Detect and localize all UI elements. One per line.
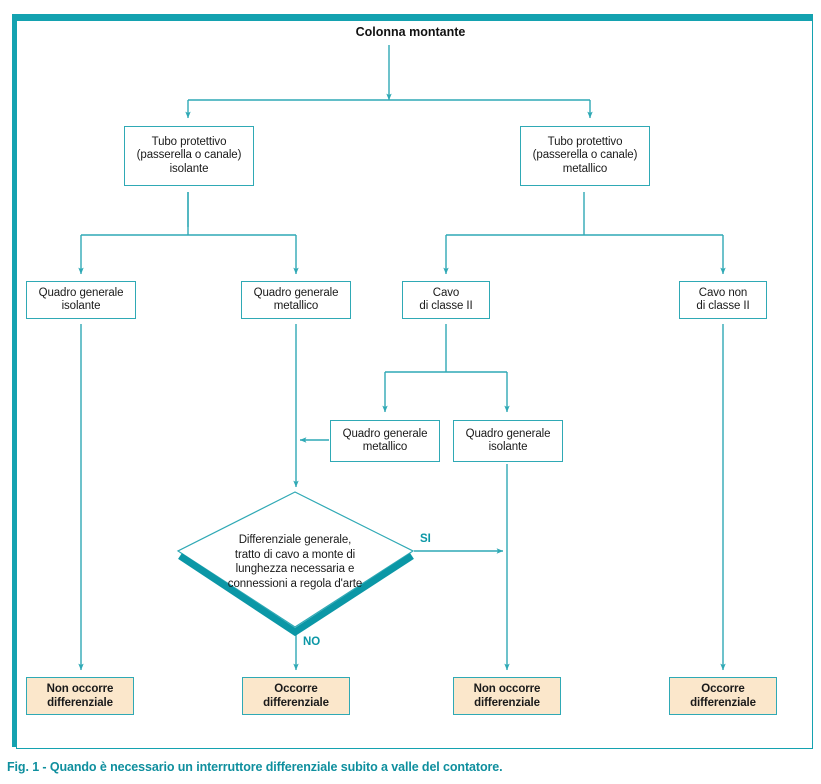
terminal-line-1: Occorre (274, 683, 318, 695)
node-tubo-protettivo-metallico[interactable]: Tubo protettivo (passerella o canale) me… (520, 126, 656, 192)
node-line-2: isolante (61, 300, 101, 312)
node-line-2: (passerella o canale) (136, 149, 242, 162)
figure-caption: Fig. 1 - Quando è necessario un interrut… (7, 760, 503, 774)
node-line-3: isolante (169, 162, 209, 175)
page-title: Colonna montante (355, 25, 466, 39)
branch-label-si: SI (420, 533, 431, 545)
node-line-2: di classe II (696, 300, 750, 312)
node-line-1: Cavo (432, 286, 460, 299)
terminal-line-2: differenziale (474, 697, 540, 709)
node-line-1: Tubo protettivo (151, 135, 227, 148)
terminal-occorre-differenziale-1[interactable]: Occorre differenziale (242, 677, 356, 721)
node-tubo-protettivo-isolante[interactable]: Tubo protettivo (passerella o canale) is… (124, 126, 260, 192)
decision-line-1: Differenziale generale, (238, 534, 352, 546)
decision-line-4: connessioni a regola d'arte (227, 577, 363, 590)
terminal-line-1: Non occorre (46, 683, 114, 695)
node-line-1: Quadro generale (253, 286, 339, 299)
node-line-1: Quadro generale (465, 427, 551, 440)
node-line-2: (passerella o canale) (532, 149, 638, 162)
decision-node[interactable]: Differenziale generale, tratto di cavo a… (177, 492, 413, 628)
node-line-2: metallico (273, 300, 319, 312)
node-line-2: metallico (362, 441, 408, 453)
branch-label-no: NO (303, 636, 321, 648)
node-line-1: Cavo non (698, 286, 748, 299)
node-quadro-generale-metallico[interactable]: Quadro generale metallico (241, 281, 357, 325)
terminal-line-2: differenziale (690, 697, 756, 709)
terminal-non-occorre-differenziale-2[interactable]: Non occorre differenziale (453, 677, 567, 721)
terminal-line-2: differenziale (47, 697, 113, 709)
node-quadro-generale-isolante-2[interactable]: Quadro generale isolante (453, 420, 569, 468)
node-cavo-non-di-classe-ii[interactable]: Cavo non di classe II (679, 281, 773, 325)
node-line-2: di classe II (419, 300, 473, 312)
decision-line-2: tratto di cavo a monte di (234, 548, 356, 561)
node-line-2: isolante (488, 441, 528, 453)
terminal-line-2: differenziale (263, 697, 329, 709)
decision-line-3: lunghezza necessaria e (235, 563, 355, 575)
node-line-1: Quadro generale (342, 427, 428, 440)
terminal-occorre-differenziale-2[interactable]: Occorre differenziale (669, 677, 783, 721)
node-line-1: Tubo protettivo (547, 135, 623, 148)
terminal-line-1: Non occorre (473, 683, 541, 695)
terminal-non-occorre-differenziale-1[interactable]: Non occorre differenziale (26, 677, 140, 721)
node-quadro-generale-isolante[interactable]: Quadro generale isolante (26, 281, 142, 325)
node-cavo-di-classe-ii[interactable]: Cavo di classe II (402, 281, 496, 325)
node-line-3: metallico (562, 162, 608, 175)
node-quadro-generale-metallico-2[interactable]: Quadro generale metallico (330, 420, 446, 468)
node-line-1: Quadro generale (38, 286, 124, 299)
terminal-line-1: Occorre (701, 683, 745, 695)
